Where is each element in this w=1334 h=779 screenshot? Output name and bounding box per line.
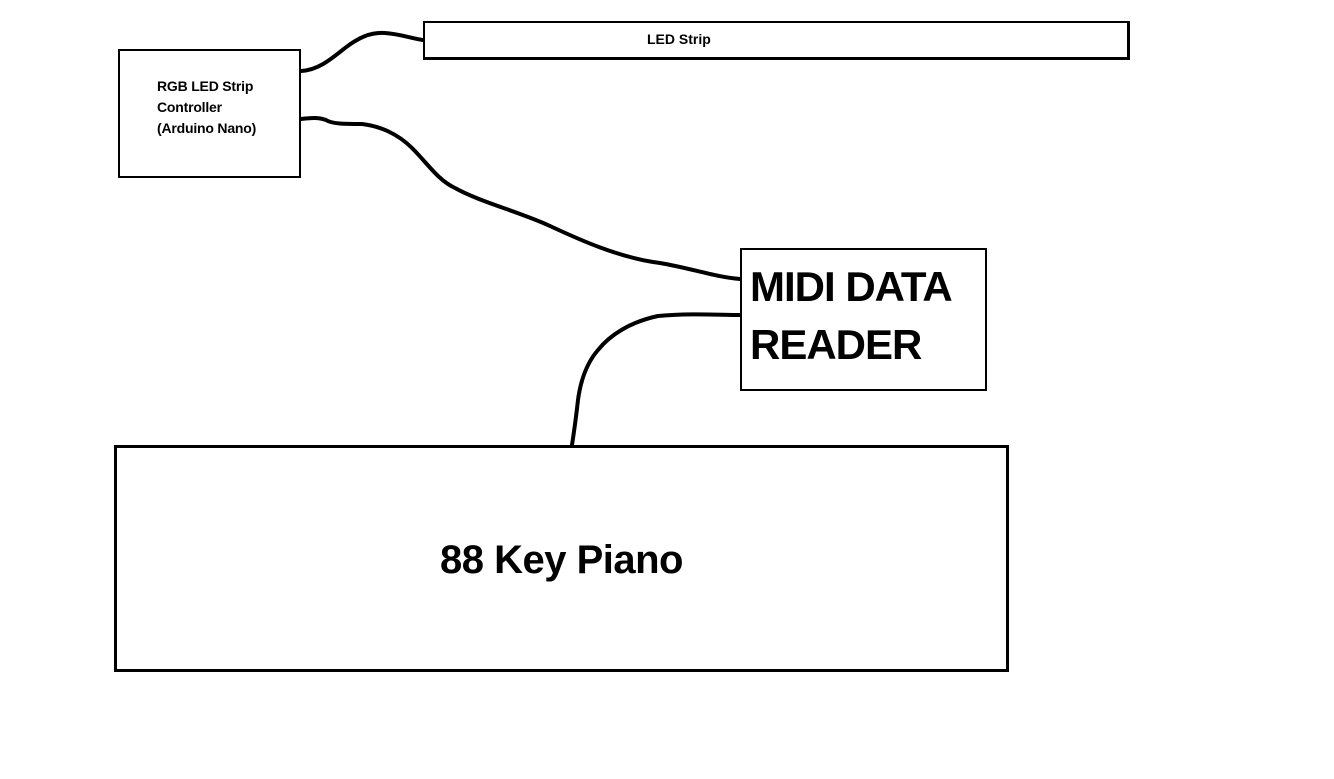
piano-box: 88 Key Piano [114, 445, 1009, 672]
wire-midi-reader-to-piano [570, 312, 742, 447]
wire-controller-to-led-strip [299, 30, 425, 73]
midi-reader-label: MIDI DATA READER [750, 263, 953, 368]
midi-data-reader-box: MIDI DATA READER [740, 248, 987, 391]
led-strip-box: LED Strip [423, 21, 1130, 60]
led-strip-label: LED Strip [647, 31, 711, 47]
controller-label: RGB LED Strip Controller (Arduino Nano) [157, 78, 257, 136]
piano-label: 88 Key Piano [439, 538, 684, 582]
wire-controller-to-midi-reader [299, 116, 742, 281]
rgb-led-strip-controller-box: RGB LED Strip Controller (Arduino Nano) [118, 49, 301, 178]
